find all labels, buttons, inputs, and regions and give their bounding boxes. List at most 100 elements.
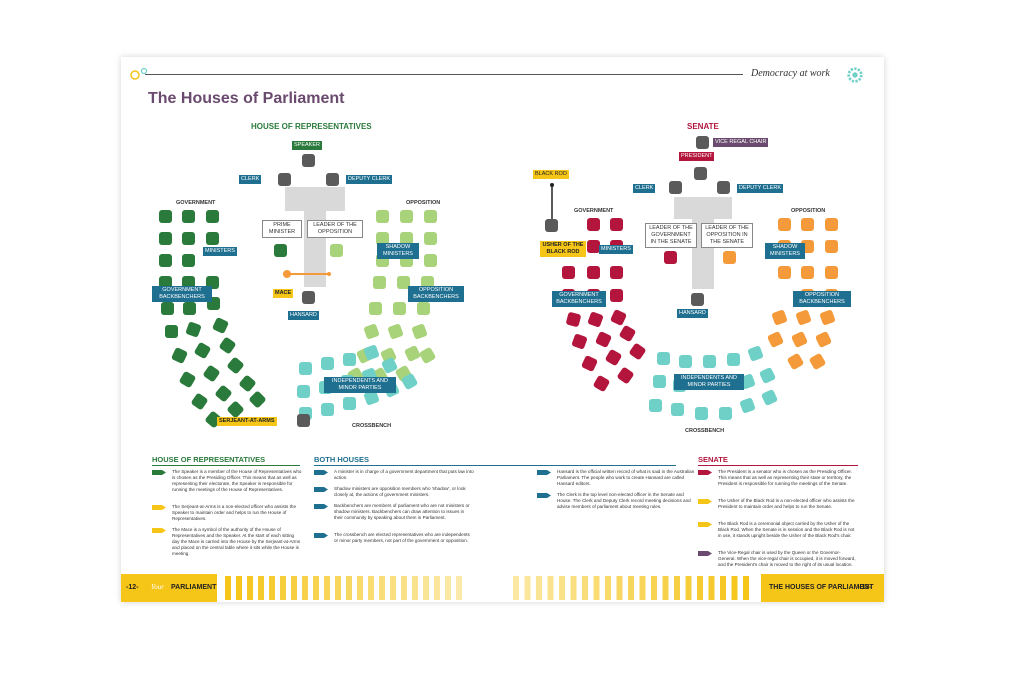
- legend-item: The Vice-Regal chair is used by the Quee…: [718, 550, 856, 567]
- legend-item: Backbenchers are members of parliament w…: [334, 503, 470, 520]
- senate-government-seat: [610, 289, 623, 302]
- senate-opposition-seat: [819, 309, 836, 326]
- legend-arrow-icon: [698, 470, 712, 475]
- hor-government-seat: [226, 400, 245, 419]
- hor-opposition-seat: [421, 276, 434, 289]
- hor-government-seat: [214, 384, 233, 403]
- hor-government-seat: [178, 370, 197, 389]
- hor-government-seat: [183, 302, 196, 315]
- senate-opposition-seat: [795, 309, 812, 326]
- gear-icon: [847, 67, 863, 83]
- senate-crossbench-seat: [760, 388, 779, 407]
- hor-opposition-seat: [369, 302, 382, 315]
- legend-senate-rule: [698, 465, 858, 466]
- hor-crossbench-seat: [343, 353, 356, 366]
- footer-brand: PARLIAMENT: [171, 584, 217, 591]
- leader-opp-senate-seat: [723, 251, 736, 264]
- senate-opposition-seat: [825, 266, 838, 279]
- senate-gov-backbenchers-label: GOVERNMENT BACKBENCHERS: [552, 291, 606, 307]
- serjeant-label: SERJEANT-AT-ARMS: [217, 417, 277, 426]
- hor-opposition-seat: [376, 210, 389, 223]
- hor-opposition-seat: [387, 323, 404, 340]
- hor-opposition-seat: [400, 232, 413, 245]
- president-label: PRESIDENT: [679, 152, 715, 161]
- senate-title: SENATE: [687, 122, 719, 131]
- senate-government-seat: [594, 330, 613, 349]
- hor-government-seat: [159, 254, 172, 267]
- speaker-label: SPEAKER: [292, 141, 322, 150]
- legend-arrow-icon: [152, 470, 166, 475]
- hor-government-seat: [218, 336, 237, 355]
- senate-crossbench-seat: [657, 352, 670, 365]
- senate-government-seat: [565, 311, 582, 328]
- legend-arrow-icon: [152, 505, 166, 510]
- senate-government-seat: [587, 311, 604, 328]
- hor-opposition-seat: [363, 323, 380, 340]
- senate-crossbench-seat: [758, 366, 777, 385]
- senate-deputy-clerk-label: DEPUTY CLERK: [737, 184, 784, 193]
- senate-government-seat: [604, 348, 623, 367]
- senate-opposition-seat: [771, 309, 788, 326]
- senate-hansard-seat: [691, 293, 704, 306]
- hor-government-seat: [211, 316, 230, 335]
- legend-hor-rule: [152, 465, 300, 466]
- hor-opposition-seat: [411, 323, 428, 340]
- legend-hor-title: HOUSE OF REPRESENTATIVES: [152, 455, 266, 464]
- hor-crossbench-heading: CROSSBENCH: [352, 423, 392, 429]
- serjeant-seat: [297, 414, 310, 427]
- senate-opposition-heading: OPPOSITION: [791, 208, 826, 214]
- hor-ministers-label: MINISTERS: [203, 247, 237, 256]
- footer-right-title: THE HOUSES OF PARLIAMENT: [769, 584, 874, 591]
- senate-government-seat: [609, 308, 628, 327]
- senate-government-seat: [610, 218, 623, 231]
- legend-arrow-icon: [314, 470, 328, 475]
- legend-arrow-icon: [537, 470, 551, 475]
- footer-brand-script: Your: [151, 583, 164, 591]
- senate-opposition-seat: [814, 330, 833, 349]
- senate-government-seat: [580, 354, 599, 373]
- hor-government-seat: [206, 210, 219, 223]
- hor-government-seat: [185, 321, 202, 338]
- senate-government-seat: [562, 266, 575, 279]
- senate-opp-backbenchers-label: OPPOSITION BACKBENCHERS: [793, 291, 851, 307]
- hor-opposition-seat: [376, 232, 389, 245]
- hor-government-seat: [182, 254, 195, 267]
- hor-government-seat: [190, 392, 209, 411]
- senate-shadow-ministers-label: SHADOW MINISTERS: [765, 243, 805, 259]
- senate-opposition-seat: [825, 218, 838, 231]
- hor-government-seat: [206, 232, 219, 245]
- senate-opposition-seat: [786, 352, 805, 371]
- clerk-label: CLERK: [239, 175, 262, 184]
- black-rod-icon: [550, 183, 554, 220]
- senate-hansard-label: HANSARD: [677, 309, 708, 318]
- hor-crossbench-seat: [343, 397, 356, 410]
- legend-both-title: BOTH HOUSES: [314, 455, 370, 464]
- hor-government-seat: [193, 341, 212, 360]
- legend-item: The Serjeant-at-Arms is a non-elected of…: [172, 504, 297, 521]
- senate-crossbench-seat: [695, 407, 708, 420]
- legend-arrow-icon: [537, 493, 551, 498]
- legend-both-rule: [314, 465, 676, 466]
- senate-crossbench-seat: [703, 355, 716, 368]
- deputy-clerk-seat: [326, 173, 339, 186]
- senate-crossbench-seat: [653, 375, 666, 388]
- legend-item: Hansard is the official written record o…: [557, 469, 695, 486]
- clerk-seat: [278, 173, 291, 186]
- senate-government-seat: [610, 266, 623, 279]
- senate-crossbench-seat: [739, 397, 756, 414]
- legend-arrow-icon: [314, 533, 328, 538]
- hor-shadow-ministers-label: SHADOW MINISTERS: [377, 243, 419, 259]
- hor-opposition-seat: [418, 346, 437, 365]
- legend-item: The crossbench are elected representativ…: [334, 532, 470, 543]
- vice-regal-chair: [696, 136, 709, 149]
- hor-government-seat: [159, 232, 172, 245]
- senate-government-seat: [571, 333, 588, 350]
- hor-crossbench-seat: [297, 385, 310, 398]
- hor-opposition-seat: [393, 302, 406, 315]
- hansard-seat: [302, 291, 315, 304]
- black-rod-label: BLACK ROD: [533, 170, 569, 179]
- senate-crossbench-seat: [679, 355, 692, 368]
- hor-government-seat: [248, 390, 267, 409]
- legend-item: The Speaker is a member of the House of …: [172, 469, 302, 492]
- hor-government-seat: [159, 210, 172, 223]
